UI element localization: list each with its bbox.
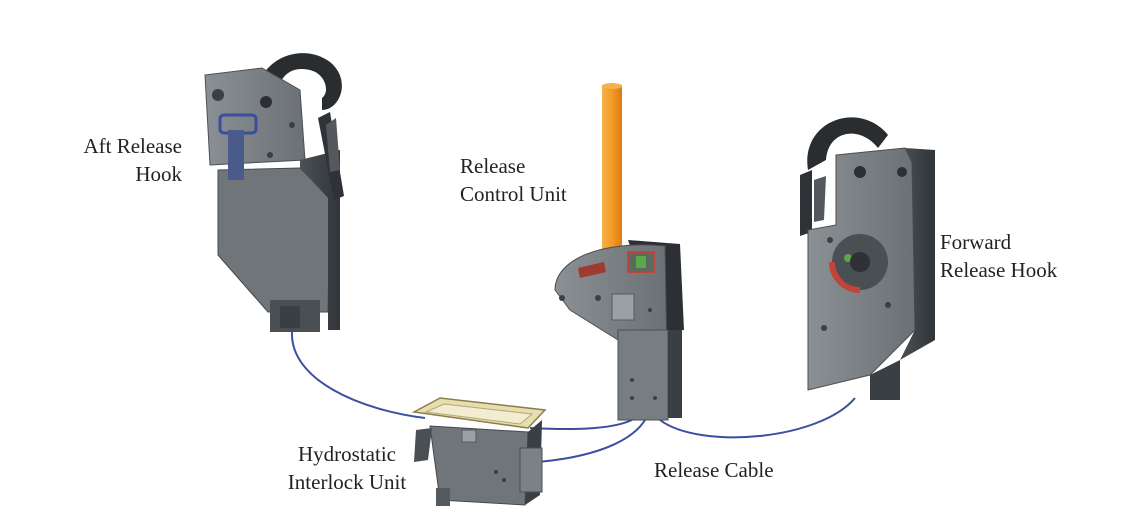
aft-release-hook	[204, 53, 344, 332]
control-handle	[602, 85, 622, 253]
label-hydrostatic-interlock-unit: Hydrostatic Interlock Unit	[287, 442, 407, 494]
cable-aft-to-hydrostatic	[290, 331, 426, 419]
label-forward-release-hook: Forward Release Hook	[940, 230, 1058, 282]
cable-control-to-forward	[659, 397, 856, 439]
forward-release-hook	[800, 117, 935, 400]
label-aft-release-hook: Aft Release Hook	[83, 134, 182, 186]
forward-hook-curve	[807, 117, 888, 170]
label-release-cable: Release Cable	[654, 458, 774, 482]
label-release-control-unit: Release Control Unit	[460, 154, 567, 206]
release-control-unit	[554, 83, 684, 421]
cable-hydrostatic-to-control	[529, 419, 633, 431]
hydrostatic-interlock-unit	[411, 397, 547, 506]
